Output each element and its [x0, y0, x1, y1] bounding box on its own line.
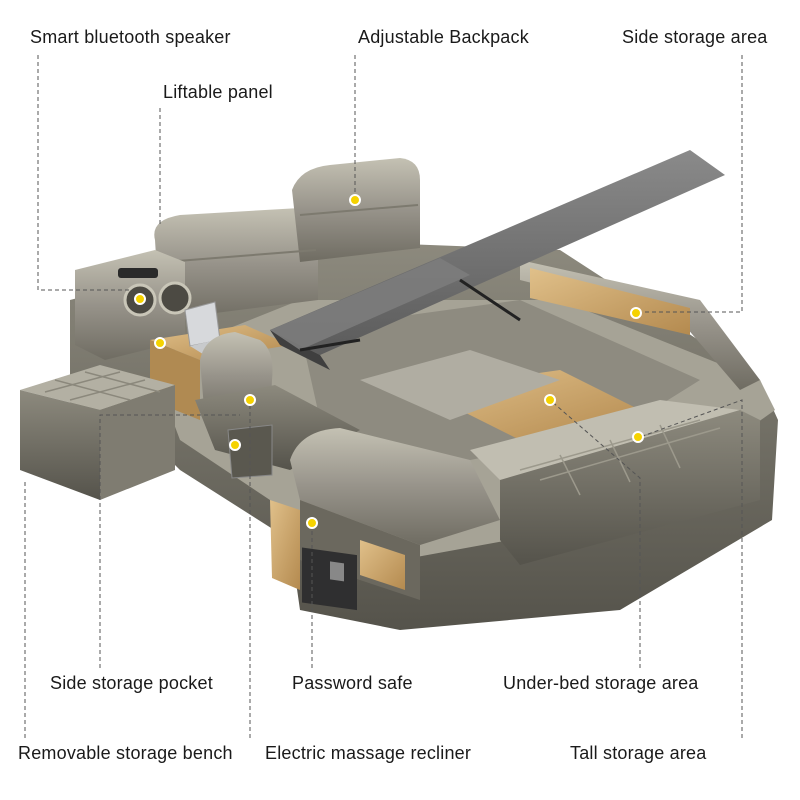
tall-storage-cushion [470, 400, 740, 480]
speaker-control-strip [118, 268, 158, 278]
safe-keypad [330, 561, 344, 582]
hotspots [134, 194, 644, 529]
tall-storage-tufting [519, 419, 721, 496]
hotspot-speaker [134, 293, 146, 305]
leader-tall [639, 399, 743, 738]
side-storage-shelf [530, 268, 690, 335]
storage-bench-side [100, 385, 175, 500]
hotspot-underbed [544, 394, 556, 406]
label-removable-storage-bench: Removable storage bench [18, 743, 233, 763]
liftable-panel-quilt [270, 258, 470, 350]
storage-bench-top [20, 365, 175, 410]
hotspot-tall [632, 431, 644, 443]
label-smart-bluetooth-speaker: Smart bluetooth speaker [30, 27, 231, 47]
chaise-cushion [290, 428, 500, 545]
label-tall-storage-area: Tall storage area [570, 743, 707, 763]
hotspot-side-storage [630, 307, 642, 319]
hotspot-liftable [154, 337, 166, 349]
leader-side-storage [640, 55, 743, 313]
hotspot-recliner [244, 394, 256, 406]
label-side-storage-pocket: Side storage pocket [50, 673, 213, 693]
side-pocket [227, 424, 273, 479]
label-liftable-panel: Liftable panel [163, 82, 273, 102]
gas-strut-left [299, 338, 361, 352]
front-cabinet-opening [360, 540, 405, 590]
safe-door-open [270, 500, 300, 590]
hotspot-safe [306, 517, 318, 529]
speaker-right [158, 281, 192, 315]
leader-underbed [549, 399, 641, 668]
password-safe-box [302, 547, 357, 611]
gas-strut-right [459, 278, 521, 322]
storage-bench-tufting [44, 371, 161, 401]
storage-bench-front [20, 390, 100, 500]
tall-storage-front [500, 410, 760, 565]
hotspot-backpack [349, 194, 361, 206]
label-under-bed-storage-area: Under-bed storage area [503, 673, 699, 693]
label-side-storage-area: Side storage area [622, 27, 768, 47]
label-electric-massage-recliner: Electric massage recliner [265, 743, 472, 763]
label-password-safe: Password safe [292, 673, 413, 693]
leader-speaker [37, 55, 130, 291]
leader-lines [24, 55, 743, 738]
headboard-left-cushion [154, 208, 318, 320]
hotspot-pocket [229, 439, 241, 451]
mattress-inner-fabric [360, 350, 560, 420]
leader-pocket [99, 414, 240, 668]
label-adjustable-backpack: Adjustable Backpack [358, 27, 529, 47]
